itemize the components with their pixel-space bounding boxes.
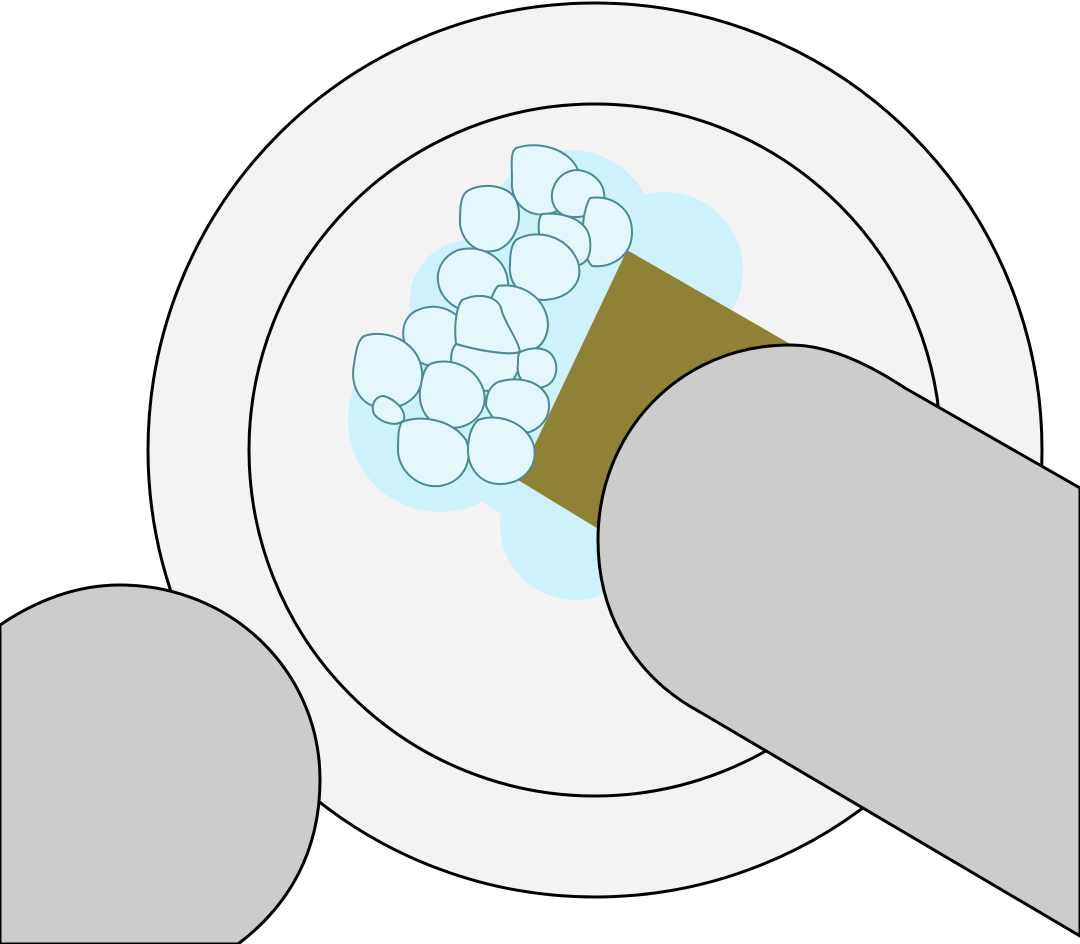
- cell: [371, 394, 406, 425]
- left-probe: [0, 583, 322, 944]
- cell: [508, 233, 581, 302]
- cell: [458, 184, 521, 253]
- cell: [466, 416, 536, 486]
- cell-cluster: [352, 144, 634, 488]
- right-probe: [596, 343, 1080, 938]
- cell: [396, 417, 470, 488]
- stalk: [518, 250, 792, 530]
